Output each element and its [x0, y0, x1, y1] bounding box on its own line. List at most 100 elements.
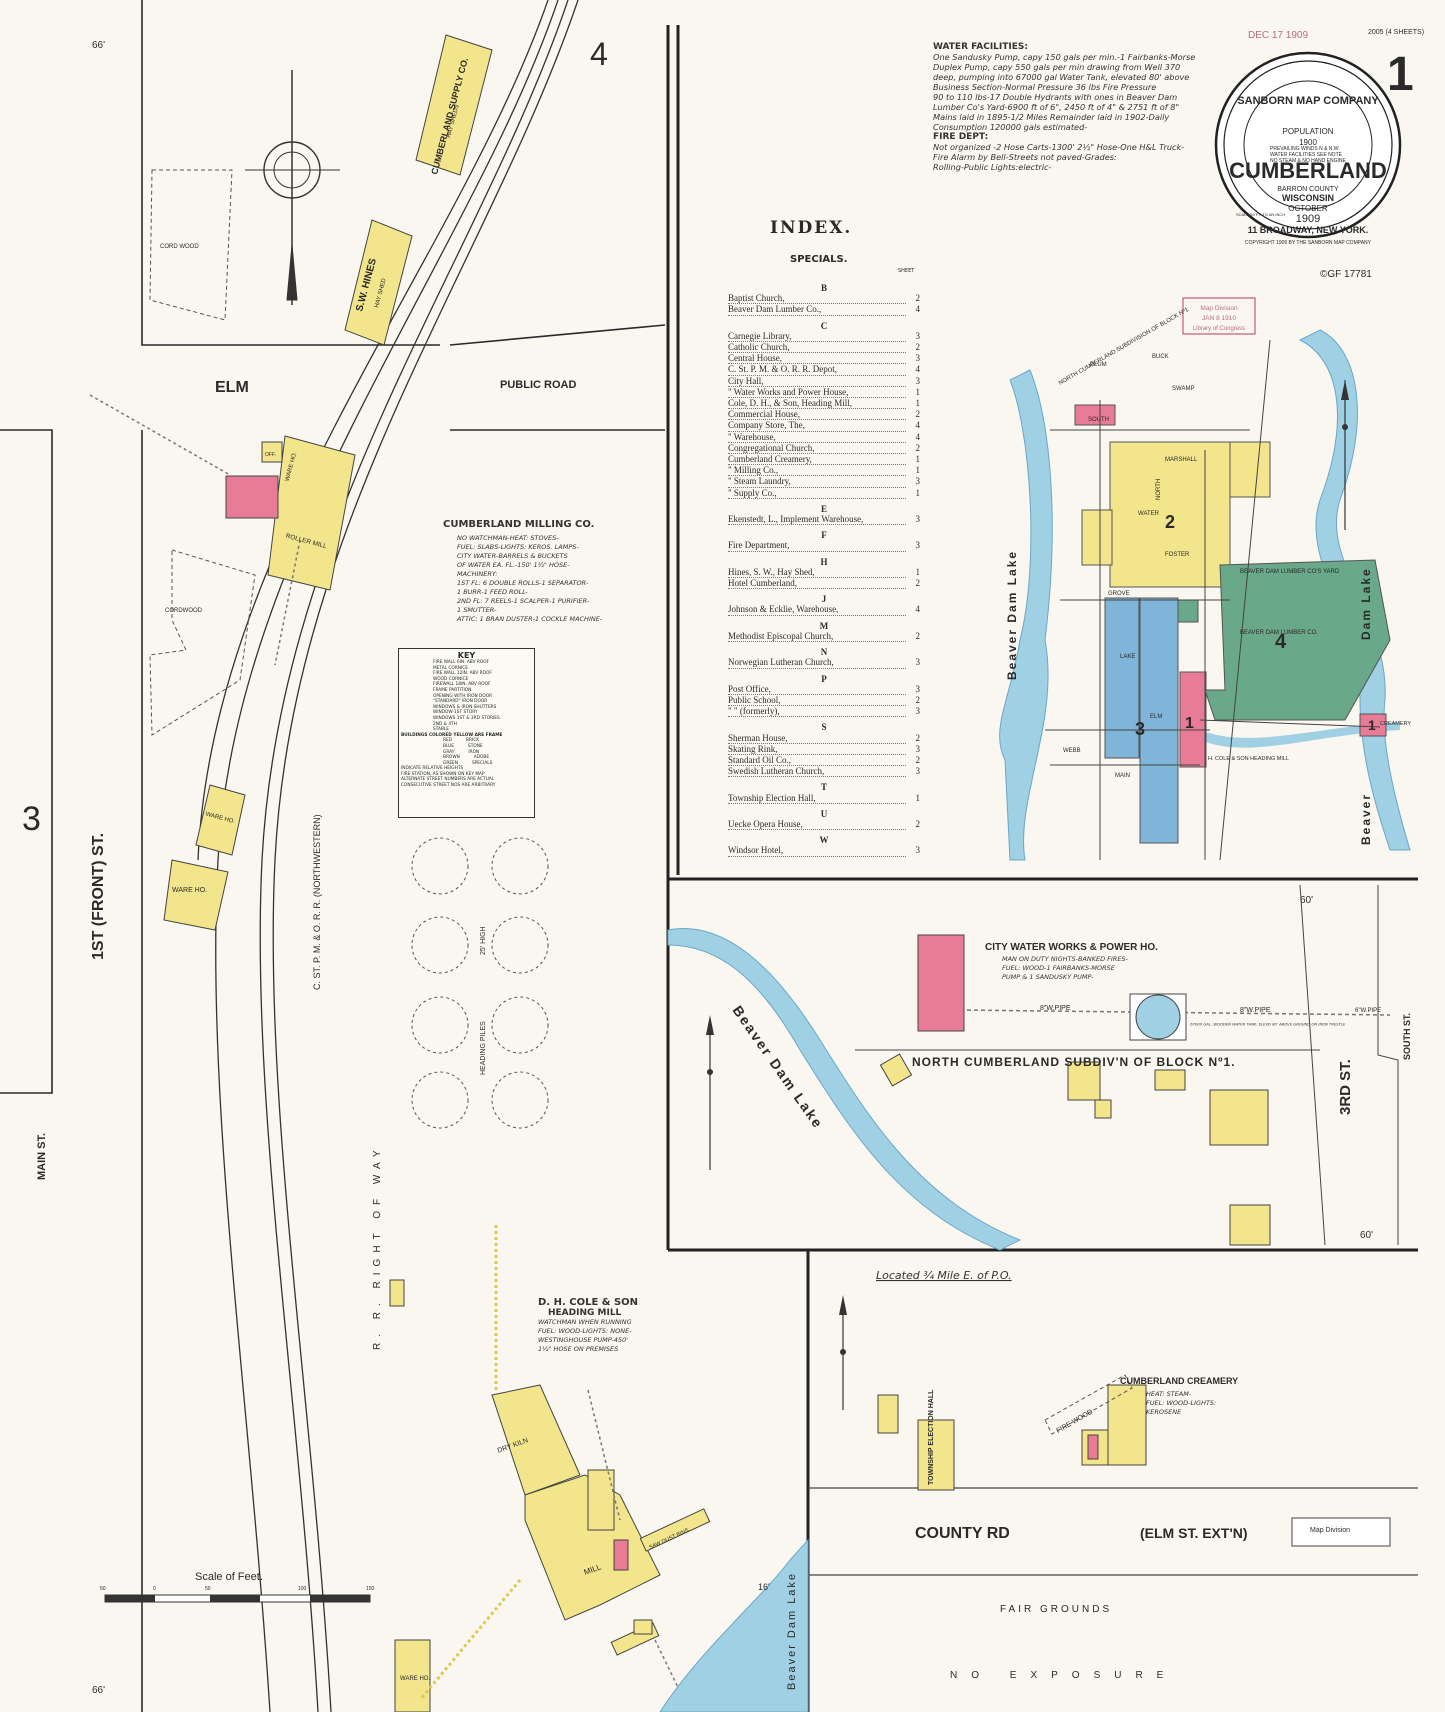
index-group-letter: S: [821, 722, 827, 733]
keymap-foster: FOSTER: [1165, 552, 1190, 558]
milling-line: OF WATER EA. FL.-150' 1½" HOSE-: [457, 561, 570, 569]
election-hall-label: TOWNSHIP ELECTION HALL: [928, 1389, 935, 1485]
office-label: OFF.: [265, 452, 276, 458]
index-entry-name: Hines, S. W., Hay Shed,: [728, 567, 906, 579]
index-entry-name: Carnegie Library,: [728, 331, 906, 343]
index-entry: " Warehouse,4: [728, 432, 920, 443]
index-entry: Post Office,3: [728, 684, 920, 695]
date-stamp: DEC 17 1909: [1248, 30, 1308, 41]
milling-line: 2ND FL: 7 REELS-1 SCALPER-1 PURIFIER-: [457, 597, 590, 605]
index-entry-sheet: 3: [915, 706, 921, 717]
keymap-marshall: MARSHALL: [1165, 457, 1198, 463]
index-entry-name: Ekenstedt, L., Implement Warehouse,: [728, 514, 906, 526]
index-entry: Skating Rink,3: [728, 744, 920, 755]
cole-title: D. H. COLE & SON: [538, 1297, 639, 1308]
sanborn-seal-icon: [1214, 51, 1402, 239]
water-works-line-0: MAN ON DUTY NIGHTS-BANKED FIRES-: [1002, 955, 1129, 963]
index-entry: Sherman House,2: [728, 733, 920, 744]
index-entry: Company Store, The,4: [728, 420, 921, 432]
keymap-lumber: BEAVER DAM LUMBER CO.: [1240, 630, 1318, 636]
key-material: ADOBE: [473, 755, 490, 761]
cole-subtitle: HEADING MILL: [548, 1308, 622, 1318]
index-entry-sheet: 2: [915, 342, 921, 353]
sheet-count: 2005 (4 SHEETS): [1368, 29, 1424, 36]
index-group-letter: N: [820, 647, 828, 658]
key-line: STABLE: [433, 727, 450, 733]
keymap-sheet-4: 4: [1275, 631, 1287, 653]
index-group-letter: B: [820, 283, 827, 293]
index-entry-name: Post Office,: [728, 684, 906, 695]
street-county-rd: COUNTY RD: [915, 1525, 1010, 1542]
copyright-mark: ©GF 17781: [1320, 269, 1372, 280]
seal-month: OCTOBER: [1288, 204, 1328, 213]
lake-label-keymap-dam: Dam Lake: [1359, 567, 1373, 640]
index-entry-sheet: 2: [915, 442, 921, 453]
index-entry: Hotel Cumberland,2: [728, 578, 920, 590]
key-title: KEY: [457, 651, 476, 660]
subdivision-title: NORTH CUMBERLAND SUBDIV'N OF BLOCK Nº1.: [912, 1055, 1236, 1069]
keymap-sheet-3: 3: [1135, 719, 1145, 739]
seal-town: CUMBERLAND: [1229, 158, 1387, 183]
key-color: BLUE: [443, 743, 454, 749]
index-entry: City Hall,3: [728, 376, 920, 387]
scale-tick-7: 100: [298, 1586, 307, 1592]
water-facilities-line: deep, pumping into 67000 gal Water Tank,…: [933, 72, 1190, 82]
milling-co-note: CUMBERLAND MILLING CO. NO WATCHMAN-HEAT:…: [443, 520, 643, 624]
key-color: RED: [443, 738, 453, 744]
index-entry: C. St. P. M. & O. R. R. Depot,4: [728, 364, 921, 376]
index-entry-name: Township Election Hall,: [728, 793, 906, 804]
creamery-title: CUMBERLAND CREAMERY: [1120, 1376, 1238, 1386]
index-entry-sheet: 3: [915, 845, 921, 856]
sheet-number: 1: [1387, 48, 1414, 101]
index-entry-name: " Warehouse,: [728, 432, 906, 443]
index-group-letter: T: [820, 782, 827, 793]
keymap-swamp: SWAMP: [1172, 386, 1194, 392]
keymap-plum: PLUM: [1090, 362, 1107, 368]
index-group-letter: C: [820, 320, 828, 331]
fire-dept-heading: FIRE DEPT:: [933, 132, 989, 142]
keymap-lumber-yard: BEAVER DAM LUMBER CO'S YARD: [1240, 569, 1340, 575]
pipe-label-left: 8"W.PIPE: [1040, 1005, 1071, 1012]
key-line: FIRE WALL 12IN. ABV ROOF: [433, 671, 492, 677]
index-entry-sheet: 2: [915, 630, 921, 641]
index-entry-name: Baptist Church,: [728, 293, 906, 305]
pipe-label-right: 8"W.PIPE: [1240, 1007, 1271, 1014]
creamery-panel: [659, 1295, 1418, 1712]
keymap-south: SOUTH: [1088, 417, 1109, 423]
water-facilities-heading: WATER FACILITIES:: [933, 42, 1028, 52]
keymap-north: NORTH: [1156, 479, 1162, 500]
key-line: WINDOWS 1ST & 3RD STORIES: [433, 715, 500, 721]
block-number-3: 3: [22, 800, 41, 838]
index-entry: Fire Department,3: [728, 540, 920, 552]
index-entry: Standard Oil Co.,2: [728, 755, 920, 767]
index-entry-sheet: 1: [915, 398, 921, 409]
milling-line: NO WATCHMAN-HEAT: STOVES-: [457, 534, 559, 542]
block-number-4: 4: [590, 36, 608, 72]
index-entry-sheet: 3: [915, 766, 921, 777]
keymap-creamery: CREAMERY: [1380, 721, 1411, 727]
key-line: WINDOWS & IRON SHUTTERS: [433, 704, 497, 710]
cole-line: WATCHMAN WHEN RUNNING: [538, 1318, 632, 1326]
index-entry-sheet: 3: [915, 353, 921, 364]
key-line: FIRE WALL 6IN. ABV ROOF: [433, 660, 490, 665]
index-entry-sheet: 4: [915, 420, 921, 431]
heading-piles-label: HEADING PILES: [480, 1021, 487, 1075]
index-entry-sheet: 3: [915, 743, 921, 754]
fire-dept-line: Fire Alarm by Bell-Streets not paved-Gra…: [933, 152, 1117, 162]
index-entry-name: Hotel Cumberland,: [728, 578, 906, 590]
keymap-water: WATER: [1138, 511, 1160, 517]
cole-mill-note: D. H. COLE & SON HEADING MILL WATCHMAN W…: [538, 1298, 698, 1354]
creamery-line-1: FUEL: WOOD-LIGHTS:: [1146, 1399, 1216, 1407]
index-entry-sheet: 4: [915, 364, 921, 375]
dim-66-bottom: 66': [92, 1685, 105, 1696]
key-map: [999, 329, 1411, 861]
seal-population-year: 1900: [1299, 138, 1317, 147]
heading-piles: [411, 837, 549, 1129]
milling-co-title: CUMBERLAND MILLING CO.: [443, 519, 595, 530]
index-entry: " " (formerly),3: [728, 706, 921, 718]
seal-company: SANBORN MAP COMPANY: [1237, 95, 1379, 107]
index-group-letter: H: [820, 556, 828, 567]
